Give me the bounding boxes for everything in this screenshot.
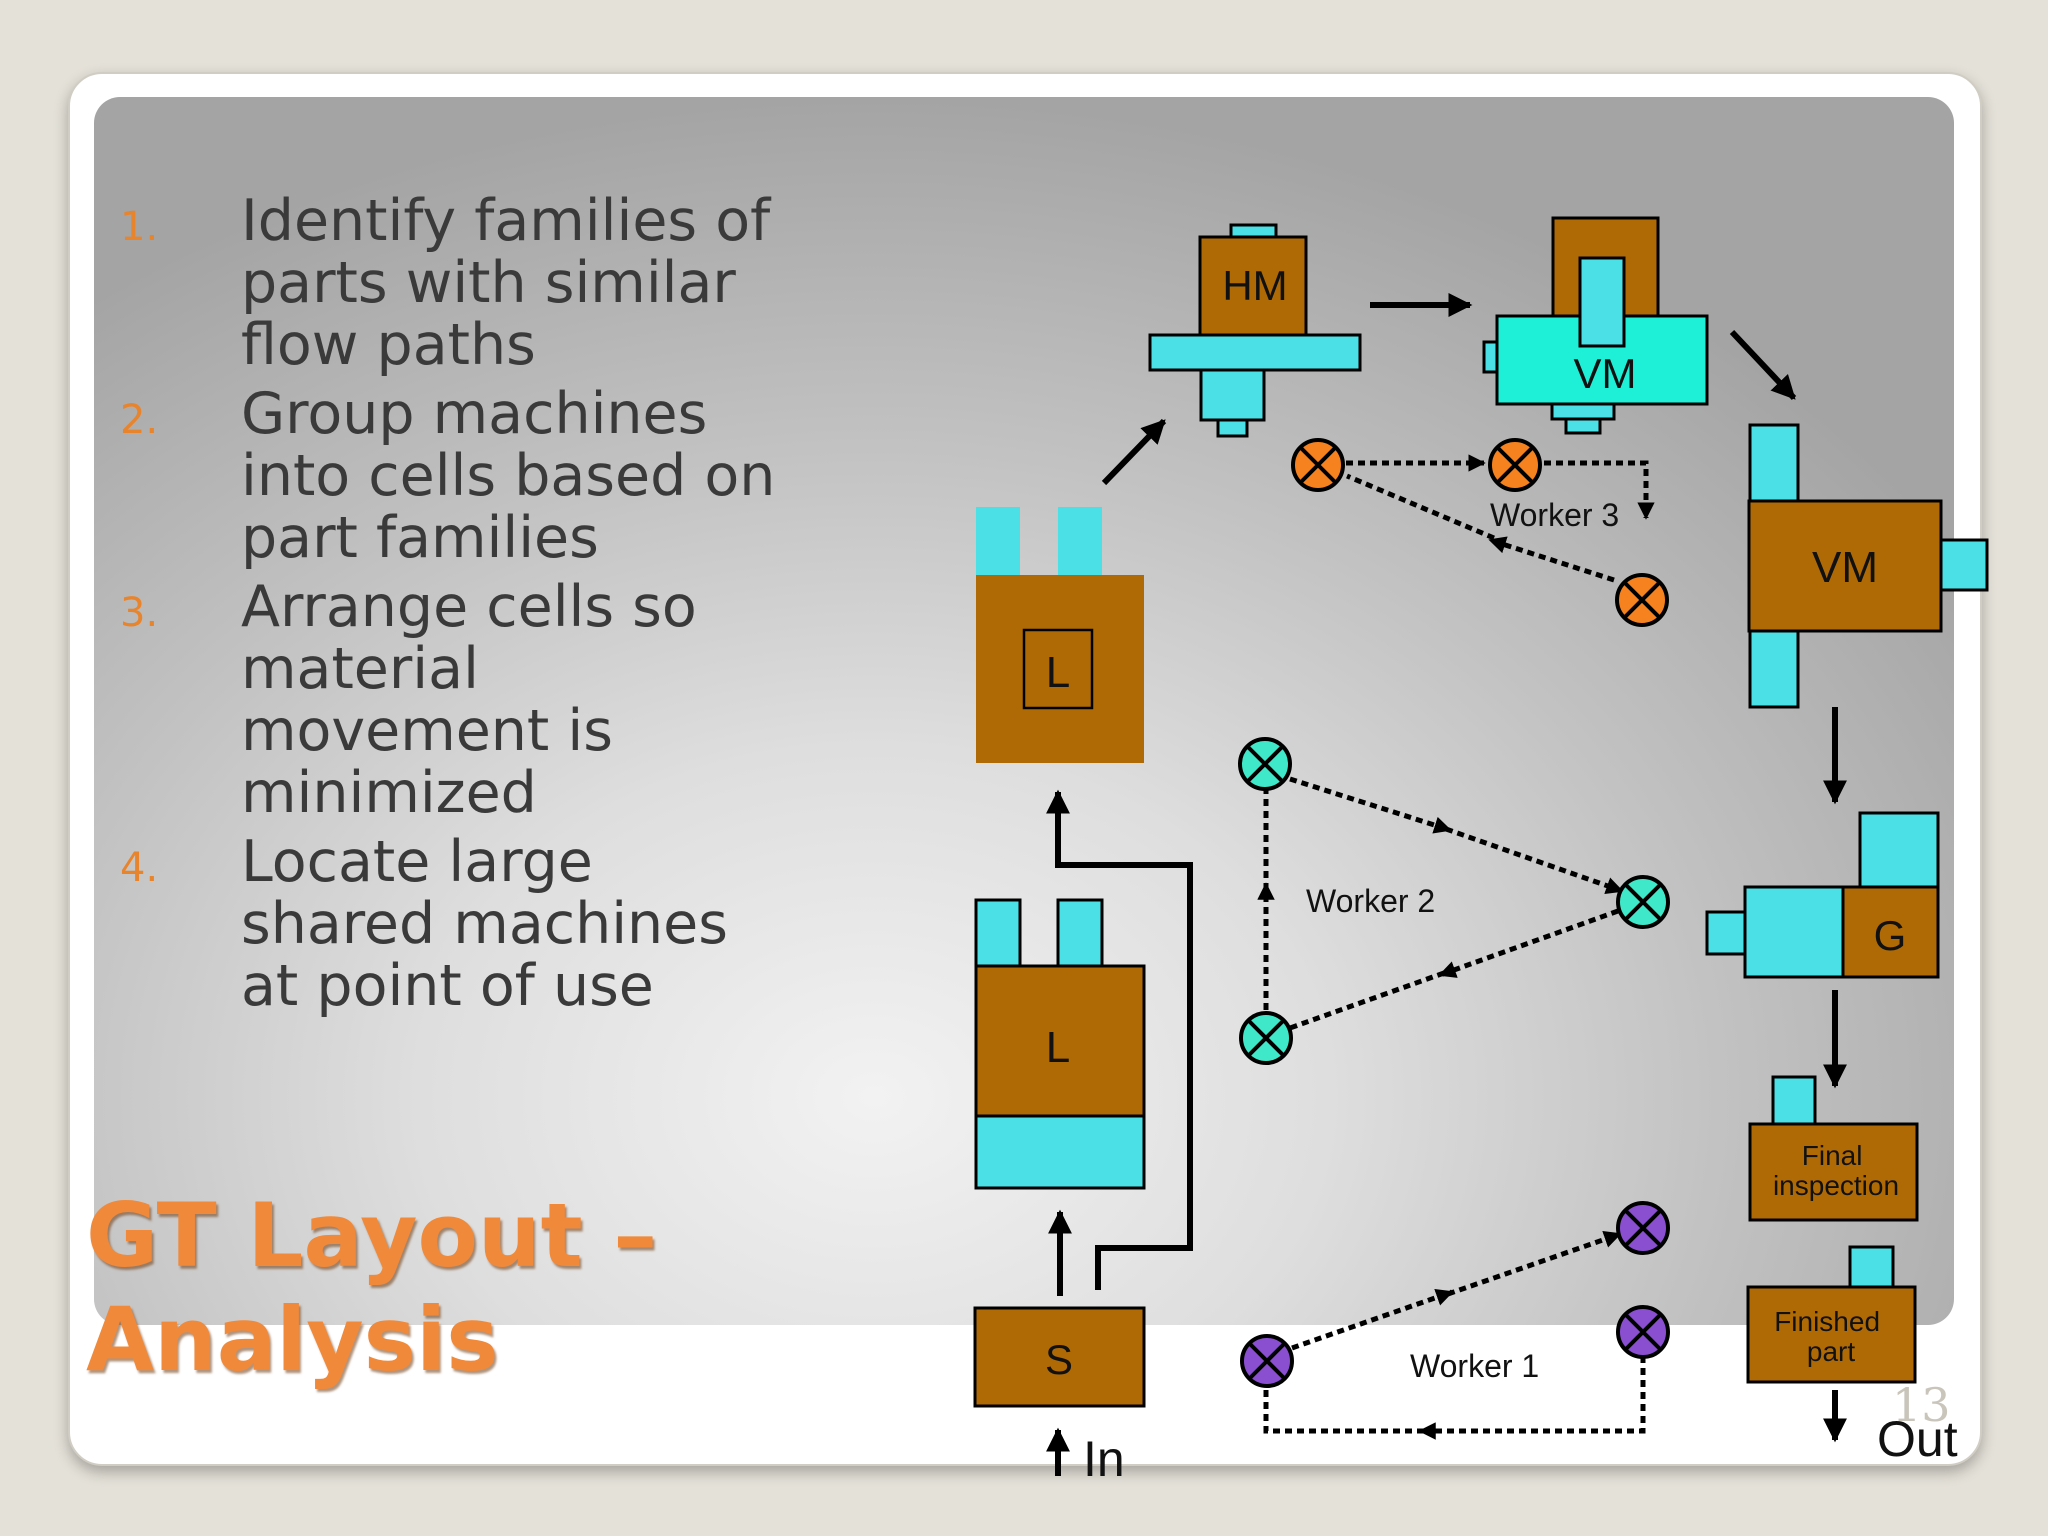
flow-arrow bbox=[1729, 329, 1797, 401]
saw-label: S bbox=[1045, 1336, 1073, 1383]
vm-right-label: VM bbox=[1812, 543, 1878, 592]
finished-part-line: Finished bbox=[1774, 1306, 1880, 1337]
list-number: 4. bbox=[120, 845, 159, 891]
grinder-machine: G bbox=[1705, 811, 1940, 979]
hm-machine: HM bbox=[1148, 223, 1362, 438]
vm-top-label: VM bbox=[1574, 350, 1637, 397]
finished-part-station: Finished part bbox=[1746, 1245, 1917, 1384]
list-item: 3. Arrange cells so material movement is… bbox=[120, 576, 820, 824]
final-inspection-station: Final inspection bbox=[1748, 1075, 1919, 1222]
worker2-markers bbox=[1238, 737, 1670, 1065]
final-inspection-line: Final bbox=[1802, 1140, 1863, 1171]
worker1-label: Worker 1 bbox=[1410, 1348, 1539, 1384]
worker3-label: Worker 3 bbox=[1490, 497, 1619, 533]
list-item: 2. Group machines into cells based on pa… bbox=[120, 383, 820, 569]
lathe-lower-machine: L bbox=[974, 898, 1146, 1190]
worker3-markers bbox=[1291, 438, 1669, 627]
worker1-markers bbox=[1240, 1201, 1670, 1388]
vm-right-machine: VM bbox=[1747, 423, 1989, 709]
list-text: Identify families of parts with similar … bbox=[241, 188, 771, 378]
page-number: 13 bbox=[1892, 1378, 1951, 1432]
flow-arrow bbox=[1101, 418, 1167, 486]
list-text: Locate large shared machines at point of… bbox=[241, 829, 728, 1019]
lathe-lower-label: L bbox=[1046, 1023, 1070, 1072]
grinder-label: G bbox=[1874, 912, 1907, 959]
flow-arrow bbox=[1046, 789, 1193, 1290]
list-item: 4. Locate large shared machines at point… bbox=[120, 831, 820, 1017]
out-label: Out bbox=[1877, 1411, 1958, 1467]
worker2-group: Worker 2 bbox=[1238, 737, 1670, 1065]
final-inspection-label: Final inspection bbox=[1773, 1140, 1899, 1201]
list-text: Arrange cells so material movement is mi… bbox=[241, 574, 697, 826]
list-item: 1. Identify families of parts with simil… bbox=[120, 190, 820, 376]
saw-machine: S bbox=[973, 1306, 1146, 1408]
slide-title: GT Layout – Analysis bbox=[86, 1184, 658, 1391]
hm-label: HM bbox=[1222, 262, 1287, 309]
list-number: 3. bbox=[120, 590, 159, 636]
vm-top-machine: VM bbox=[1482, 216, 1709, 435]
list-number: 2. bbox=[120, 397, 159, 443]
material-flow-arrows bbox=[1046, 293, 1847, 1476]
steps-list: 1. Identify families of parts with simil… bbox=[120, 190, 820, 1017]
list-text: Group machines into cells based on part … bbox=[241, 381, 776, 571]
worker3-group: Worker 3 bbox=[1291, 438, 1669, 627]
final-inspection-line: inspection bbox=[1773, 1170, 1899, 1201]
worker1-group: Worker 1 bbox=[1240, 1201, 1670, 1440]
lathe-upper-machine: L bbox=[976, 507, 1144, 763]
lathe-upper-label: L bbox=[1046, 648, 1070, 697]
in-label: In bbox=[1083, 1431, 1125, 1487]
finished-part-line: part bbox=[1807, 1336, 1855, 1367]
list-number: 1. bbox=[120, 204, 159, 250]
finished-part-label: Finished part bbox=[1774, 1306, 1888, 1367]
worker2-label: Worker 2 bbox=[1306, 883, 1435, 919]
